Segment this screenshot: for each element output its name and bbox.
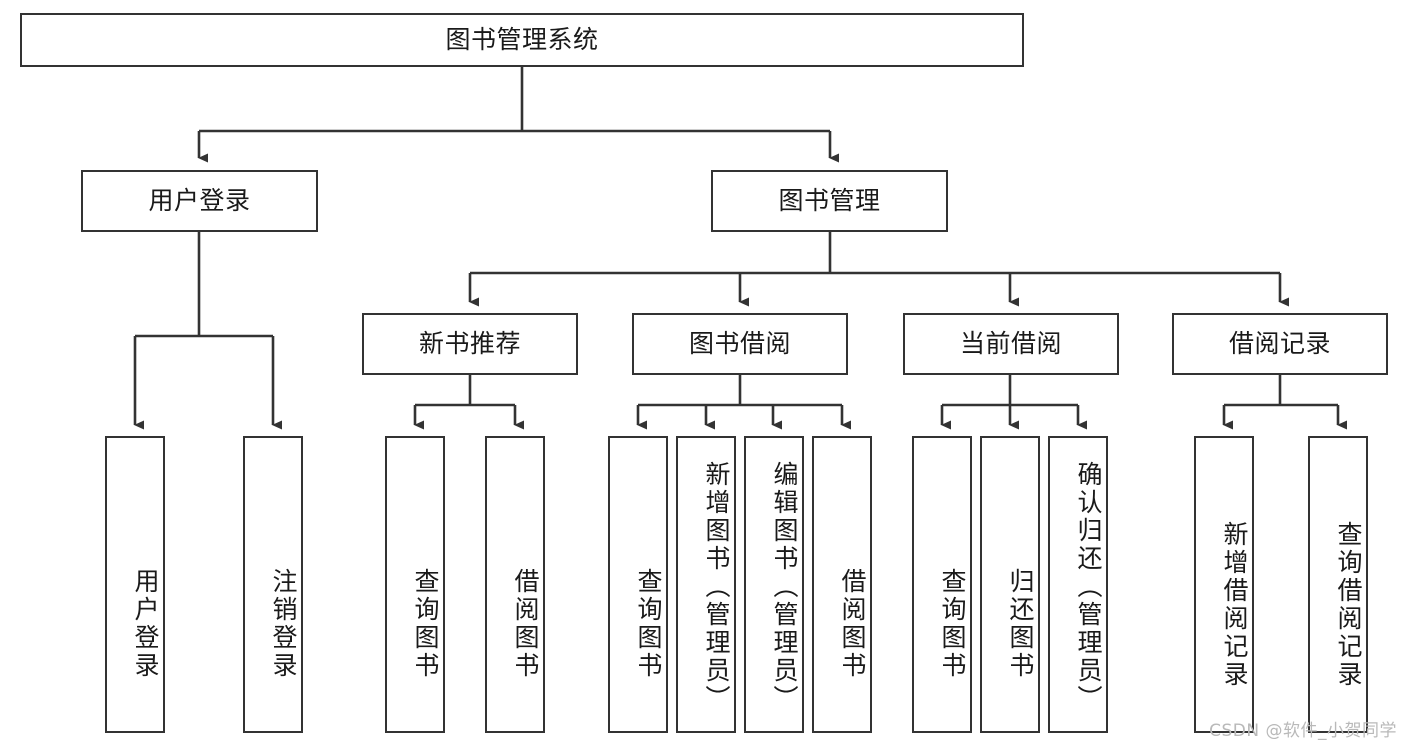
leaf-user-login[interactable]: 用户登录: [105, 436, 165, 733]
node-book-manage-label: 图书管理: [778, 186, 881, 216]
leaf-current-query-book-label: 查询图书: [938, 567, 967, 680]
node-new-book-recommend-label: 新书推荐: [418, 329, 521, 359]
leaf-edit-book-admin[interactable]: 编辑图书（管理员）: [744, 436, 804, 733]
leaf-query-borrow-record-label: 查询借阅记录: [1334, 520, 1363, 689]
leaf-add-book-admin[interactable]: 新增图书（管理员）: [676, 436, 736, 733]
leaf-edit-book-admin-label: 编辑图书（管理员）: [770, 460, 799, 713]
leaf-logout-label: 注销登录: [269, 567, 298, 680]
node-current-borrow[interactable]: 当前借阅: [903, 313, 1119, 375]
node-borrow-record-label: 借阅记录: [1228, 329, 1331, 359]
node-book-borrow-label: 图书借阅: [688, 329, 791, 359]
node-new-book-recommend[interactable]: 新书推荐: [362, 313, 578, 375]
node-borrow-record[interactable]: 借阅记录: [1172, 313, 1388, 375]
node-book-borrow[interactable]: 图书借阅: [632, 313, 848, 375]
leaf-return-book[interactable]: 归还图书: [980, 436, 1040, 733]
node-user-login-label: 用户登录: [148, 186, 251, 216]
leaf-new-book-borrow-label: 借阅图书: [511, 567, 540, 680]
node-current-borrow-label: 当前借阅: [959, 329, 1062, 359]
leaf-new-book-query[interactable]: 查询图书: [385, 436, 445, 733]
leaf-borrow-book[interactable]: 借阅图书: [812, 436, 872, 733]
leaf-logout[interactable]: 注销登录: [243, 436, 303, 733]
leaf-add-book-admin-label: 新增图书（管理员）: [702, 460, 731, 713]
leaf-add-borrow-record[interactable]: 新增借阅记录: [1194, 436, 1254, 733]
leaf-confirm-return-admin-label: 确认归还（管理员）: [1074, 460, 1103, 713]
leaf-query-borrow-record[interactable]: 查询借阅记录: [1308, 436, 1368, 733]
leaf-borrow-query-book-label: 查询图书: [634, 567, 663, 680]
node-user-login[interactable]: 用户登录: [81, 170, 318, 232]
leaf-borrow-book-label: 借阅图书: [838, 567, 867, 680]
leaf-return-book-label: 归还图书: [1006, 567, 1035, 680]
leaf-add-borrow-record-label: 新增借阅记录: [1220, 520, 1249, 689]
leaf-new-book-borrow[interactable]: 借阅图书: [485, 436, 545, 733]
node-root-label: 图书管理系统: [445, 25, 599, 55]
node-root[interactable]: 图书管理系统: [20, 13, 1024, 67]
node-book-manage[interactable]: 图书管理: [711, 170, 948, 232]
leaf-new-book-query-label: 查询图书: [411, 567, 440, 680]
leaf-borrow-query-book[interactable]: 查询图书: [608, 436, 668, 733]
leaf-confirm-return-admin[interactable]: 确认归还（管理员）: [1048, 436, 1108, 733]
leaf-user-login-label: 用户登录: [131, 567, 160, 680]
leaf-current-query-book[interactable]: 查询图书: [912, 436, 972, 733]
